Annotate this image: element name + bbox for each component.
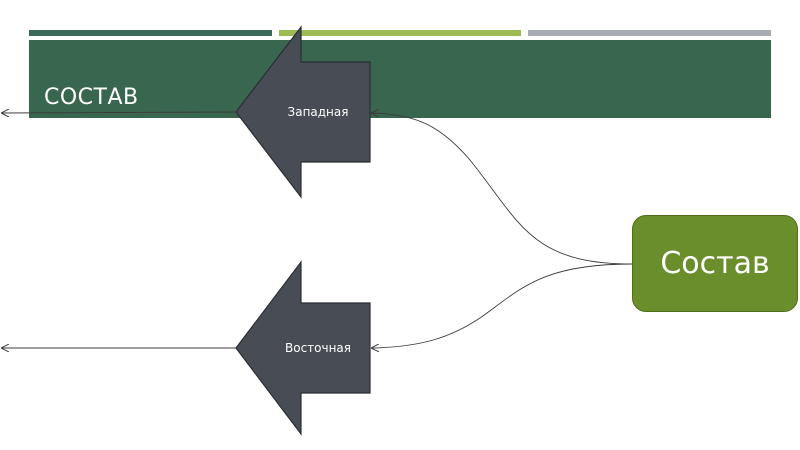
accent-bar-gray	[528, 30, 771, 36]
accent-bar-dark-green	[29, 30, 272, 36]
arrow-shape-west[interactable]	[235, 25, 371, 199]
accent-bar-light-green	[279, 30, 521, 36]
center-node-label: Состав	[660, 246, 770, 281]
connector-west-to-edge	[2, 112, 237, 113]
slide-title: СОСТАВ	[44, 85, 139, 110]
arrow-shape-east[interactable]	[235, 260, 371, 436]
connector-center-to-west	[372, 113, 633, 265]
center-node[interactable]: Состав	[632, 215, 798, 312]
connector-center-to-east	[372, 263, 633, 348]
arrow-label-west: Западная	[287, 105, 349, 119]
arrow-label-east: Восточная	[284, 341, 352, 355]
title-band	[29, 40, 771, 118]
